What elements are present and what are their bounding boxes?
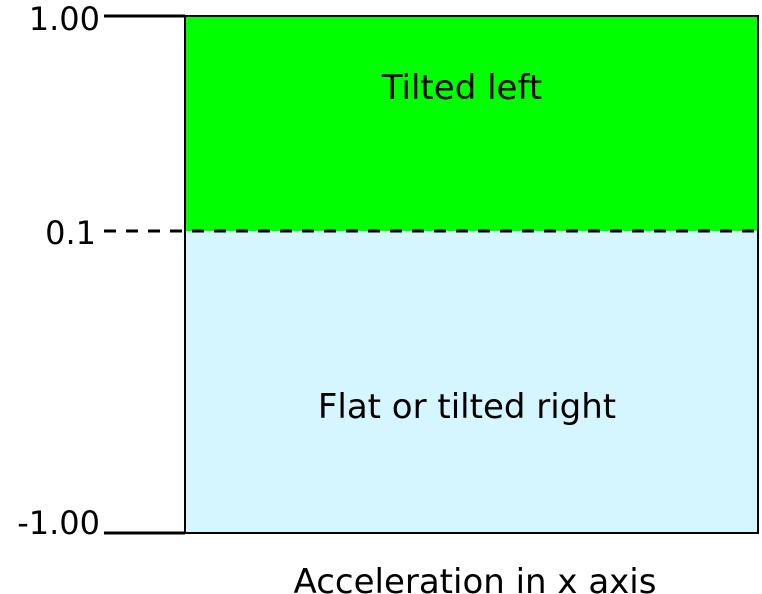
threshold-label-top: 1.00 [29, 0, 100, 38]
region-label-flat-or-tilted-right: Flat or tilted right [318, 387, 616, 427]
region-label-tilted-left: Tilted left [381, 68, 542, 108]
axis-label: Acceleration in x axis [294, 562, 657, 594]
region-tilted-left [185, 16, 758, 231]
region-flat-or-tilted-right [185, 231, 758, 533]
diagram-border [184, 15, 759, 534]
threshold-label-bottom: -1.00 [17, 504, 100, 542]
threshold-label-middle: 0.1 [45, 214, 96, 252]
